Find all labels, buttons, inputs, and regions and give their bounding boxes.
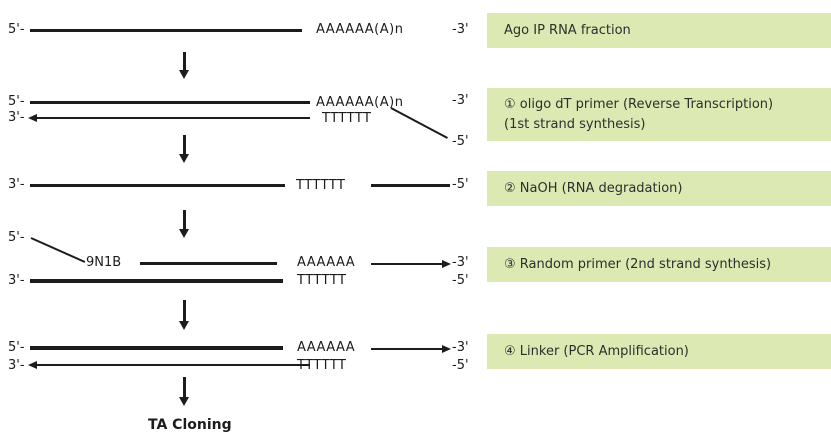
row4-5prime-label: 5'-	[8, 230, 25, 245]
row4-random-primer-tail-line	[30, 237, 86, 263]
row2-rna-strand-line	[30, 101, 310, 104]
step-box-3: ② NaOH (RNA degradation)	[487, 171, 831, 206]
step-box-4: ③ Random primer (2nd strand synthesis)	[487, 247, 831, 282]
row5-extension-arrowhead-icon	[442, 345, 451, 353]
step-2-sublabel: (1st strand synthesis)	[504, 116, 646, 132]
row5-extension-line	[371, 348, 442, 350]
row1-polyA-label: AAAAAA(A)n	[316, 22, 404, 37]
row2-3prime-label: -3'	[452, 93, 469, 108]
step-box-5: ④ Linker (PCR Amplification)	[487, 334, 831, 369]
row2-oligo-dt-tail-line	[390, 107, 448, 139]
step-box-1: Ago IP RNA fraction	[487, 13, 831, 48]
step-4-label: ③ Random primer (2nd strand synthesis)	[504, 256, 772, 272]
row3-cdna-strand-line-2	[371, 184, 450, 187]
row1-5prime-label: 5'-	[8, 22, 25, 37]
row4-5prime-end-label: -5'	[452, 273, 469, 288]
down-arrow-4-icon	[179, 321, 189, 330]
down-arrow-1-line	[183, 52, 186, 70]
row5-5prime-label: 5'-	[8, 340, 25, 355]
row2-5prime-end-label: -5'	[452, 134, 469, 149]
down-arrow-2-icon	[179, 154, 189, 163]
row4-extension-line	[371, 263, 442, 265]
row2-cdna-strand-line	[36, 117, 310, 119]
down-arrow-3-icon	[179, 229, 189, 238]
row2-cdna-arrowhead-icon	[28, 114, 37, 122]
row4-9n1b-label: 9N1B	[86, 255, 122, 270]
down-arrow-5-icon	[179, 397, 189, 406]
row4-first-strand-line	[30, 279, 283, 283]
row4-3prime-end-label: -3'	[452, 255, 469, 270]
row1-rna-strand-line	[30, 29, 302, 32]
row5-bottom-arrowhead-icon	[28, 361, 37, 369]
row2-5prime-label: 5'-	[8, 94, 25, 109]
down-arrow-2-line	[183, 135, 186, 154]
down-arrow-5-line	[183, 377, 186, 397]
row5-3prime-start-label: 3'-	[8, 358, 25, 373]
row4-3prime-start-label: 3'-	[8, 273, 25, 288]
row5-5prime-end-label: -5'	[452, 358, 469, 373]
step-3-label: ② NaOH (RNA degradation)	[504, 180, 683, 196]
ta-cloning-label: TA Cloning	[148, 417, 232, 433]
step-1-label: Ago IP RNA fraction	[504, 22, 631, 38]
step-2-label: ① oligo dT primer (Reverse Transcription…	[504, 97, 774, 112]
row2-polyA-label: AAAAAA(A)n	[316, 95, 404, 110]
step-5-label: ④ Linker (PCR Amplification)	[504, 343, 689, 359]
row5-3prime-end-label: -3'	[452, 340, 469, 355]
row5-polyT-label: TTTTTT	[297, 358, 347, 373]
row5-bottom-strand-line	[36, 364, 310, 366]
row1-3prime-label: -3'	[452, 22, 469, 37]
row4-second-strand-line	[140, 262, 277, 265]
down-arrow-4-line	[183, 300, 186, 321]
row3-3prime-label: 3'-	[8, 177, 25, 192]
step-box-2: ① oligo dT primer (Reverse Transcription…	[487, 88, 831, 141]
row4-extension-arrowhead-icon	[442, 260, 451, 268]
row3-cdna-strand-line	[30, 184, 285, 187]
row5-polyA-label: AAAAAA	[297, 340, 356, 355]
row5-top-strand-line	[30, 346, 283, 350]
row2-polyT-label: TTTTTT	[322, 111, 372, 126]
row2-3prime-start-label: 3'-	[8, 110, 25, 125]
down-arrow-3-line	[183, 210, 186, 229]
row4-polyT-label: TTTTTT	[297, 273, 347, 288]
row3-5prime-end-label: -5'	[452, 177, 469, 192]
row3-polyT-label: TTTTTT	[296, 178, 346, 193]
row4-polyA-label: AAAAAA	[297, 255, 356, 270]
down-arrow-1-icon	[179, 70, 189, 79]
